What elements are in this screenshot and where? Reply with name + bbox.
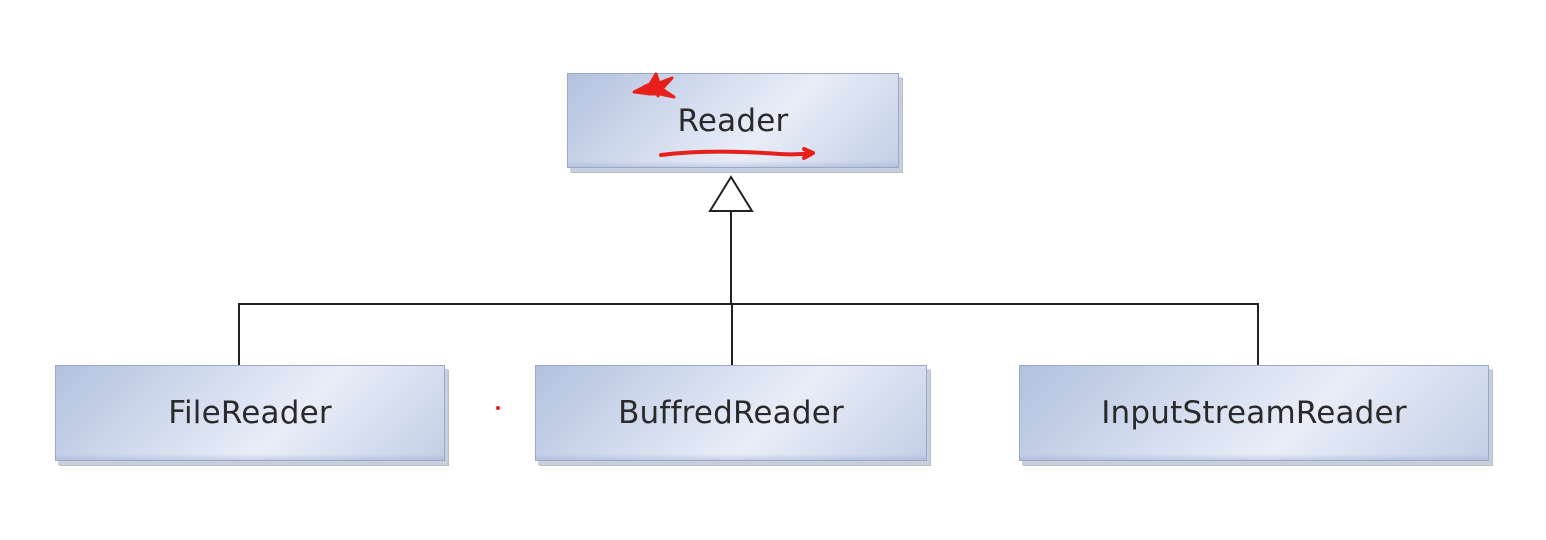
filereader-class-box: FileReader <box>55 365 445 461</box>
filereader-class-name: FileReader <box>168 395 332 431</box>
buffredreader-class-box: BuffredReader <box>535 365 927 461</box>
inputstreamreader-class-name: InputStreamReader <box>1101 395 1407 431</box>
buffredreader-class-name: BuffredReader <box>618 395 844 431</box>
reader-class-box: Reader <box>567 73 899 168</box>
inheritance-arrowhead-icon <box>708 175 754 212</box>
inputstreamreader-class-box: InputStreamReader <box>1019 365 1489 461</box>
reader-class-name: Reader <box>677 102 789 139</box>
